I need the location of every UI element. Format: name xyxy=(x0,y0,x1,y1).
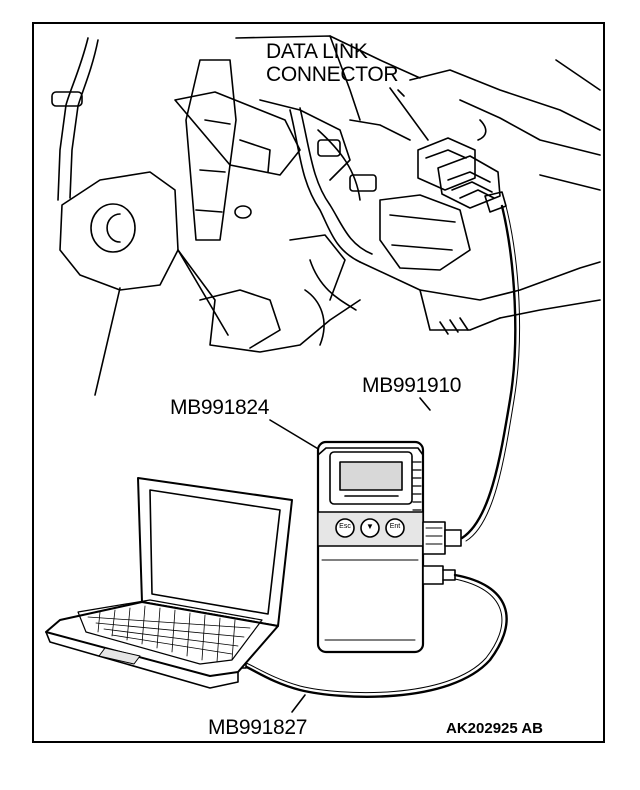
dash-hose-left-inner xyxy=(69,39,99,199)
label-mb991824: MB991824 xyxy=(170,396,270,419)
dlc-adapter-plug xyxy=(437,155,501,209)
tester-display-bezel xyxy=(329,451,413,505)
label-mb991827: MB991827 xyxy=(208,716,308,739)
tester-btn-middle-label: ▼ xyxy=(366,522,374,531)
dash-right-contour xyxy=(409,69,601,131)
tester-port-upper xyxy=(422,521,446,555)
tester-btn-middle xyxy=(360,518,380,538)
laptop-pc xyxy=(45,477,293,689)
figure-frame xyxy=(32,22,605,743)
column-bolt xyxy=(234,205,252,219)
data-link-connector xyxy=(417,137,476,191)
connector-leader-line xyxy=(389,87,429,141)
label-figure-code: AK202925 AB xyxy=(446,720,543,737)
column-shroud xyxy=(174,91,301,176)
label-data-link-line1: DATA LINK xyxy=(266,40,368,63)
knee-panel-edge xyxy=(177,249,361,353)
dash-hose-left xyxy=(57,37,89,201)
steering-column xyxy=(185,59,237,241)
tester-btn-left-label: Esc xyxy=(339,523,351,530)
tester-display xyxy=(339,461,403,491)
tester-btn-left xyxy=(335,518,355,538)
fuse-box xyxy=(379,194,471,271)
brace-line-1 xyxy=(94,287,121,396)
bracket-plate xyxy=(59,171,179,291)
label-mb991910: MB991910 xyxy=(362,374,462,397)
laptop-base-front xyxy=(45,631,239,689)
bracket-hole xyxy=(90,203,136,253)
laptop-trackpad xyxy=(98,647,141,665)
tester-device xyxy=(316,440,462,654)
cable-mb991910 xyxy=(460,204,521,542)
laptop-screen xyxy=(149,489,281,615)
dash-upper-contour xyxy=(235,35,421,79)
mb991827-leader xyxy=(291,694,306,713)
wire-harness-1 xyxy=(289,109,361,263)
brace-line-2 xyxy=(177,249,229,336)
mb991824-leader xyxy=(269,419,321,451)
vehicle-dash-area xyxy=(51,35,601,396)
tester-btn-right-label: Ent xyxy=(389,523,401,530)
harness-clip xyxy=(317,139,341,157)
label-data-link-line2: CONNECTOR xyxy=(266,63,399,86)
mb991910-leader xyxy=(419,397,431,411)
tester-port-lower xyxy=(422,565,444,585)
hose-clamp xyxy=(51,91,83,107)
tester-btn-right xyxy=(385,518,405,538)
bracket-hole-inner xyxy=(106,213,121,243)
